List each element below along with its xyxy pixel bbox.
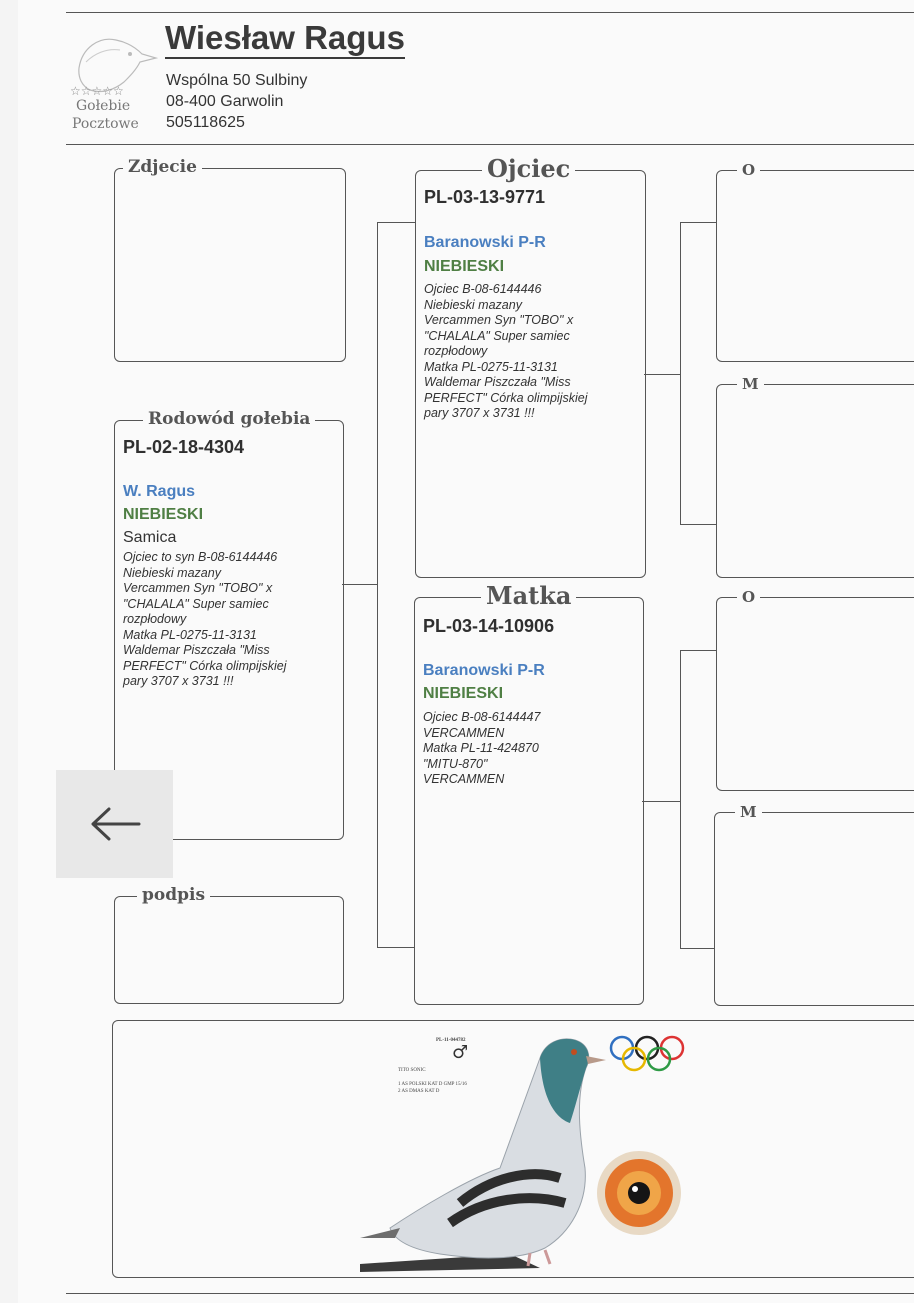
photo-caption-line1: TITO SONIC <box>398 1068 426 1073</box>
connector <box>342 584 378 585</box>
subject-breeder: W. Ragus <box>123 483 196 500</box>
grandparent-box-father-mother: M <box>716 375 914 578</box>
mother-breeder: Baranowski P-R <box>423 662 545 679</box>
mother-notes: Ojciec B-08-6144447 VERCAMMEN Matka PL-1… <box>423 710 541 786</box>
connector <box>680 650 716 651</box>
subject-box: Rodowód gołebia PL-02-18-4304 W. Ragus N… <box>114 409 344 840</box>
male-symbol-icon: ♂ <box>452 1042 469 1063</box>
grandparent-box-father-father: O <box>716 161 914 362</box>
subject-notes: Ojciec to syn B-08-6144446 Niebieski maz… <box>123 550 287 688</box>
logo-stars: ☆☆☆☆☆ <box>70 84 124 98</box>
owner-name: Wiesław Ragus <box>165 20 405 59</box>
phone-number: 505118625 <box>166 114 245 131</box>
mother-box-title: Matka <box>481 581 577 610</box>
photo-box-title: Zdjecie <box>123 157 202 177</box>
subject-ring-number: PL-02-18-4304 <box>123 437 245 457</box>
arrow-left-icon <box>91 807 140 841</box>
connector <box>377 947 414 948</box>
father-box: Ojciec PL-03-13-9771 Baranowski P-R NIEB… <box>415 154 646 578</box>
father-box-title: Ojciec <box>482 154 576 183</box>
photo-box: Zdjecie <box>114 157 346 362</box>
subject-sex: Samica <box>123 529 177 546</box>
father-notes: Ojciec B-08-6144446 Niebieski mazany Ver… <box>424 282 588 420</box>
olympic-rings-icon <box>609 1035 685 1072</box>
photo-ring-number: PL-11-044782 <box>436 1038 466 1043</box>
connector <box>377 222 378 947</box>
connector <box>680 650 681 948</box>
photo-caption-line3: 2 AS DMAS KAT D <box>398 1089 440 1094</box>
grandparent-box-mother-father: O <box>716 588 914 791</box>
subject-color: NIEBIESKI <box>123 506 204 523</box>
father-ring-number: PL-03-13-9771 <box>424 187 546 207</box>
connector <box>680 948 714 949</box>
grandparent-title: M <box>737 375 764 393</box>
father-color: NIEBIESKI <box>424 258 505 275</box>
connector <box>680 222 716 223</box>
signature-box-title: podpis <box>137 885 211 905</box>
connector <box>644 374 680 375</box>
grandparent-title: O <box>737 161 761 179</box>
mother-ring-number: PL-03-14-10906 <box>423 616 555 636</box>
connector <box>377 222 415 223</box>
connector <box>680 222 681 524</box>
back-button[interactable] <box>56 770 173 878</box>
grandparent-title: M <box>735 803 762 821</box>
father-breeder: Baranowski P-R <box>424 234 546 251</box>
connector <box>642 801 680 802</box>
mother-color: NIEBIESKI <box>423 685 504 702</box>
bottom-rule <box>66 1293 914 1294</box>
header-rule <box>66 144 914 145</box>
signature-box: podpis <box>114 885 344 1004</box>
logo-text-line2: Pocztowe <box>72 116 139 132</box>
top-rule <box>66 12 914 13</box>
pigeon-eye-icon <box>597 1151 681 1235</box>
grandparent-box-mother-mother: M <box>714 803 914 1006</box>
pigeon-logo-icon <box>78 38 158 93</box>
mother-box: Matka PL-03-14-10906 Baranowski P-R NIEB… <box>414 581 644 1005</box>
photo-caption-line2: 1 AS POLSKI KAT D GMP 15/16 <box>398 1082 467 1087</box>
subject-box-title: Rodowód gołebia <box>143 409 316 429</box>
connector <box>680 524 716 525</box>
logo-text-line1: Gołebie <box>76 98 131 114</box>
address-line2: 08-400 Garwolin <box>166 93 284 110</box>
address-line1: Wspólna 50 Sulbiny <box>166 72 308 89</box>
pigeon-photo-icon <box>360 1038 606 1272</box>
grandparent-title: O <box>737 588 761 606</box>
